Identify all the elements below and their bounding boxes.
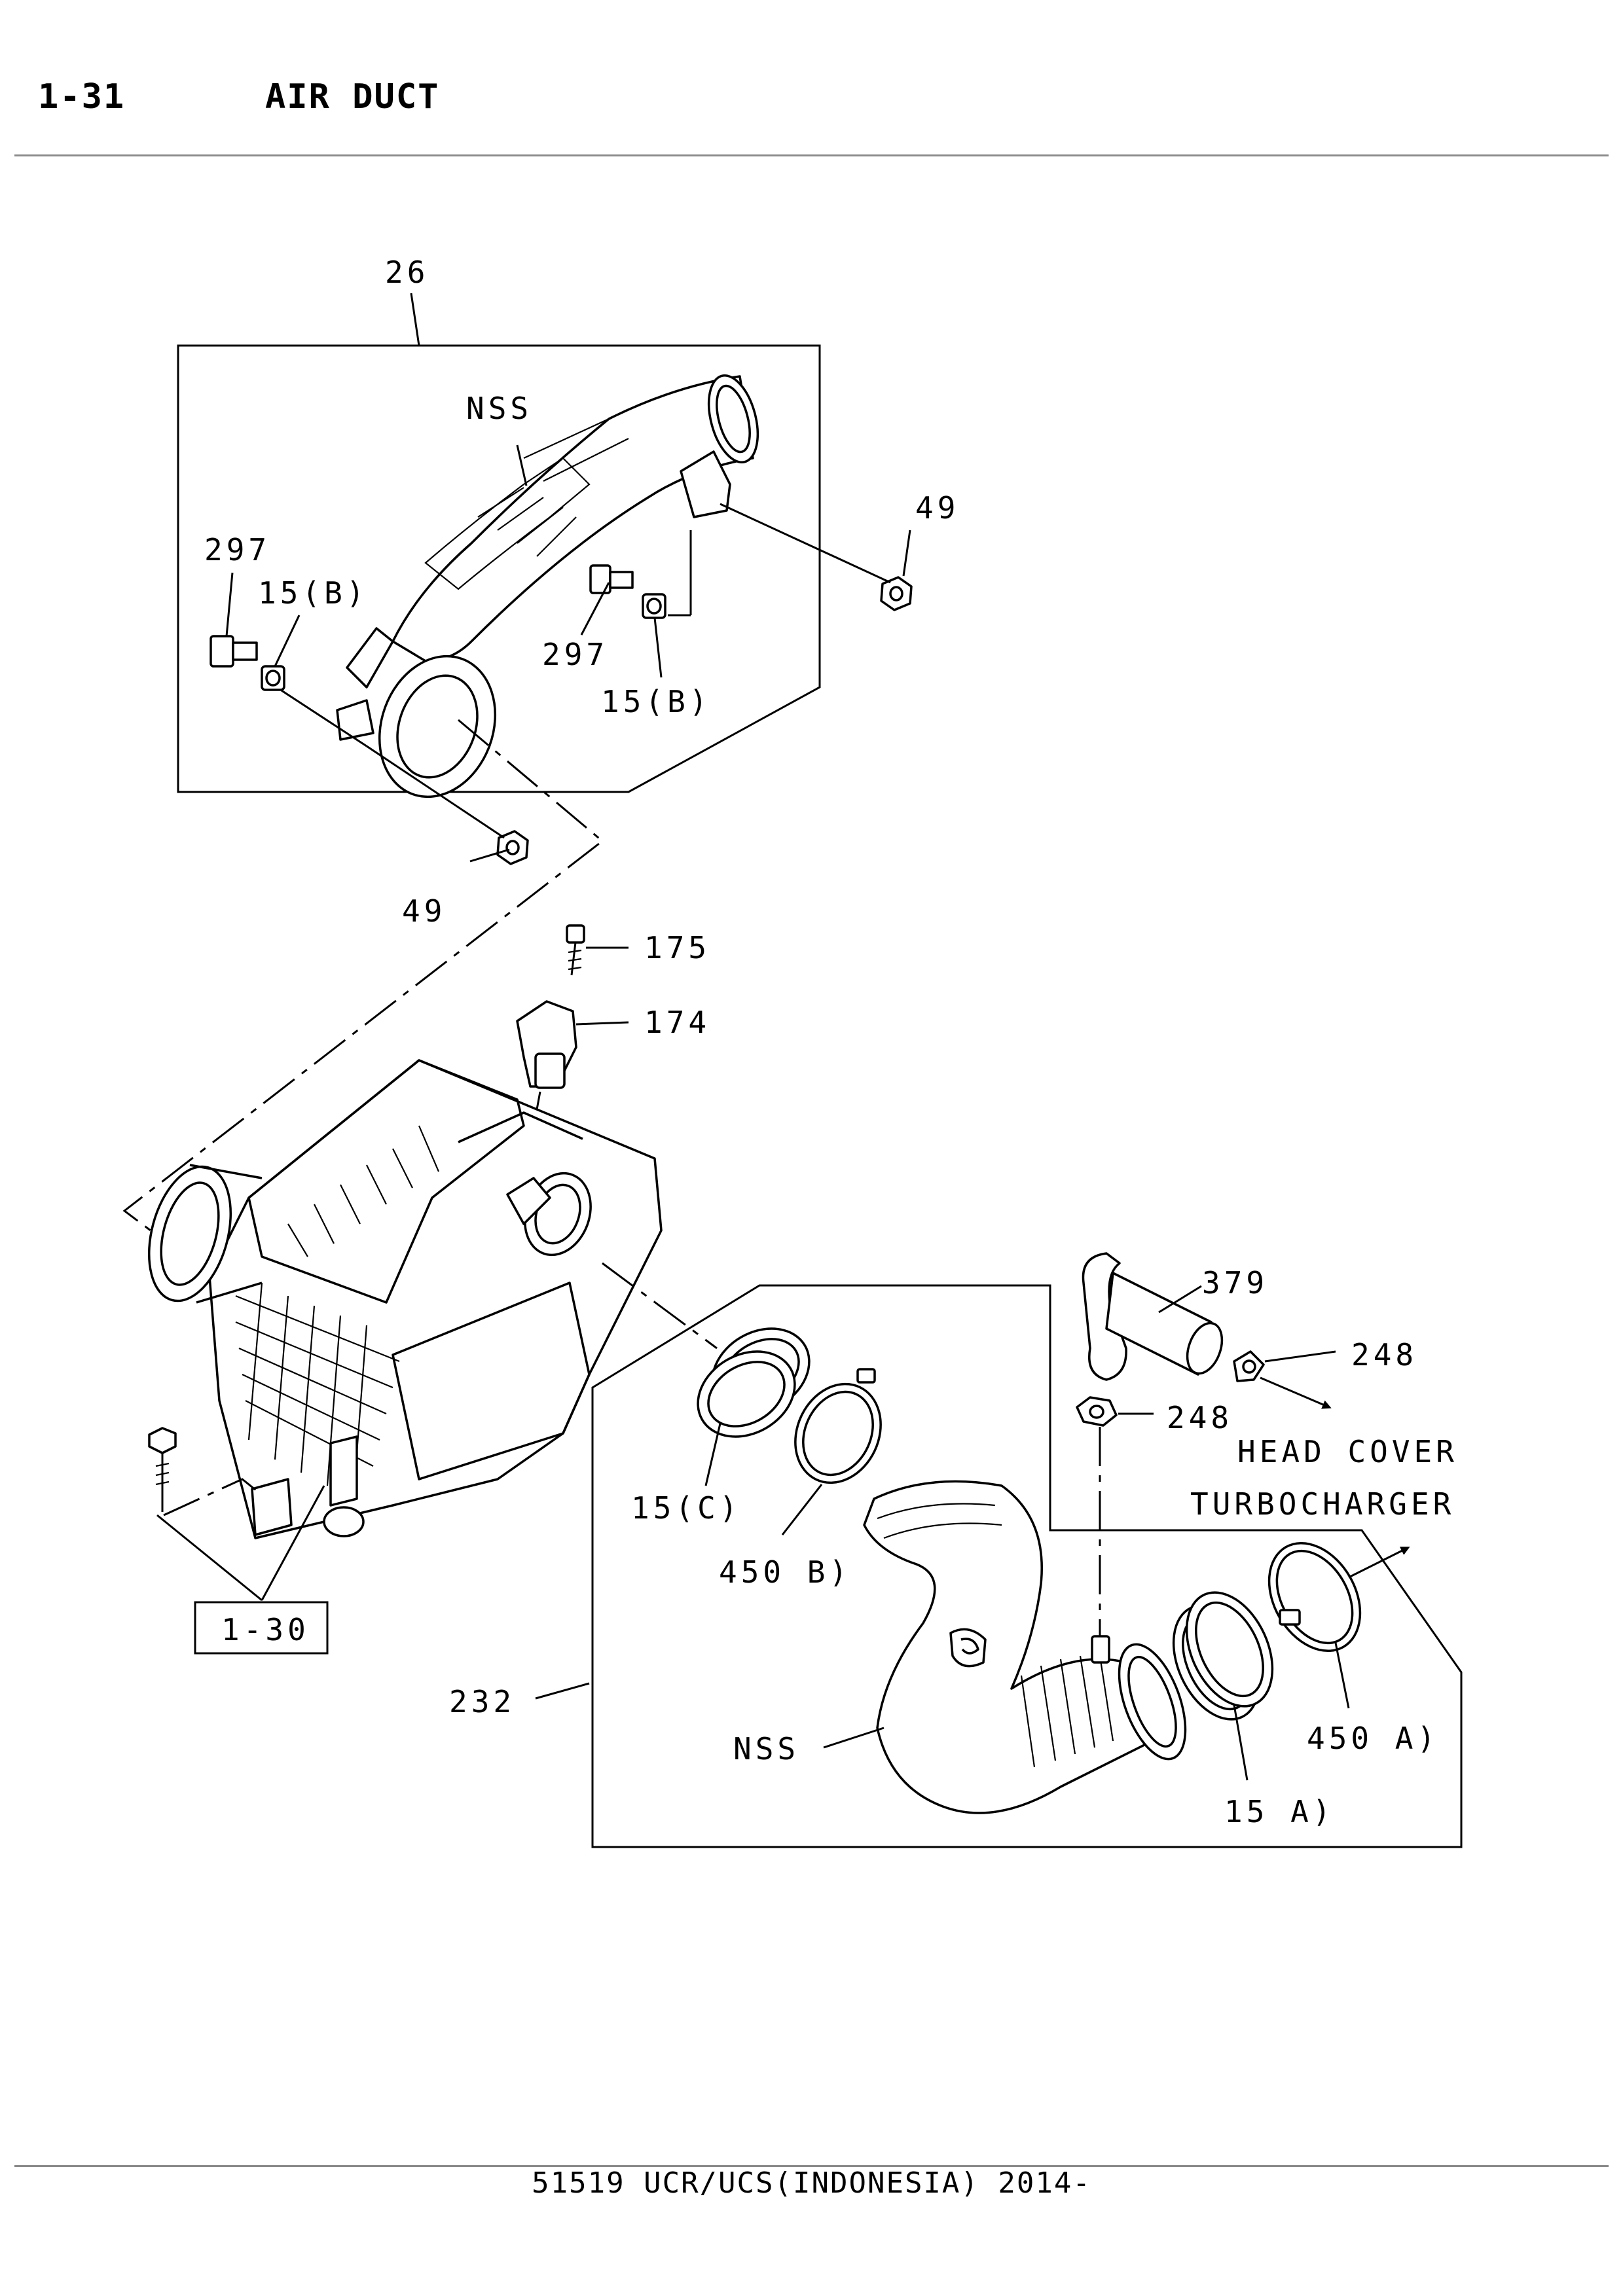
group-232-outline xyxy=(535,1284,1463,1848)
sensor-174 xyxy=(516,1000,629,1153)
screw-175 xyxy=(566,924,629,976)
header-rule xyxy=(14,154,1609,156)
label-head-cover: HEAD COVER xyxy=(1237,1434,1458,1469)
grommet-15b-left xyxy=(261,665,285,691)
callout-26: 26 xyxy=(385,255,429,290)
upper-air-duct xyxy=(336,374,759,798)
callout-15b-right: 15(B) xyxy=(601,684,711,719)
air-cleaner-assembly xyxy=(147,1059,718,1539)
page-title: AIR DUCT xyxy=(265,77,440,117)
callout-175: 175 xyxy=(644,930,710,965)
footer-rule xyxy=(14,2165,1609,2167)
callout-232: 232 xyxy=(449,1684,515,1719)
grommet-15b-right xyxy=(642,593,666,619)
ref-1-30-leaders xyxy=(156,1485,329,1655)
callout-nss-upper: NSS xyxy=(466,391,532,426)
callout-15b-left: 15(B) xyxy=(258,575,368,611)
nut-49-top xyxy=(880,576,913,611)
callout-49-top: 49 xyxy=(915,490,959,526)
callout-248-upper: 248 xyxy=(1351,1337,1417,1372)
callout-49-bottom: 49 xyxy=(402,893,446,929)
hose-clip-248-upper xyxy=(1233,1350,1336,1409)
mounting-bolt-297-left xyxy=(210,635,258,668)
footer-text: 51519 UCR/UCS(INDONESIA) 2014- xyxy=(532,2166,1091,2200)
ref-box-1-30[interactable]: 1-30 xyxy=(221,1612,310,1647)
callout-297-left: 297 xyxy=(204,532,270,567)
breather-hose-379 xyxy=(1082,1252,1224,1381)
clamp-15c xyxy=(697,1327,811,1486)
mounting-bolt-297-right xyxy=(589,564,634,594)
nut-49-bottom xyxy=(496,830,529,865)
bolt-1-30 xyxy=(148,1427,259,1516)
callout-450b: 450 B) xyxy=(719,1554,851,1590)
callout-174: 174 xyxy=(644,1005,710,1040)
label-turbocharger: TURBOCHARGER xyxy=(1190,1486,1455,1522)
callout-nss-lower: NSS xyxy=(733,1731,799,1767)
callout-297-right: 297 xyxy=(542,637,608,672)
hose-clamp-450b xyxy=(781,1368,882,1535)
hose-clip-248-lower xyxy=(1076,1396,1154,1664)
group-26-outline xyxy=(177,293,821,793)
callout-379: 379 xyxy=(1202,1265,1268,1300)
callout-450a: 450 A) xyxy=(1307,1721,1439,1756)
callout-248-lower: 248 xyxy=(1167,1400,1233,1435)
section-number: 1-31 xyxy=(38,77,126,117)
callout-15a: 15 A) xyxy=(1224,1794,1334,1829)
callout-15c: 15(C) xyxy=(631,1490,741,1526)
hose-clamp-450a xyxy=(1267,1541,1410,1709)
group-26-leaders xyxy=(225,444,911,863)
callout-labels: 26 NSS 49 297 15(B) 297 15(B) 49 175 174… xyxy=(204,255,1458,1829)
nss-leaders xyxy=(823,1727,884,1749)
clamp-15a xyxy=(1172,1591,1274,1781)
lower-air-hose xyxy=(863,1480,1187,1814)
